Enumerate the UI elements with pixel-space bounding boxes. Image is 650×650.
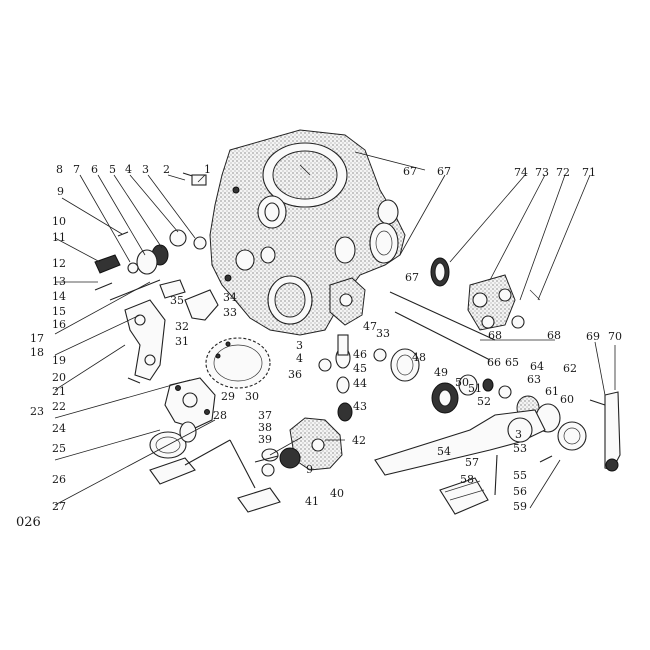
callout-label: 20 — [52, 371, 66, 384]
callout-label: 54 — [437, 445, 451, 458]
callout-label: 38 — [258, 421, 272, 434]
shaft-assembly-right — [389, 257, 541, 361]
callout-label: 61 — [545, 385, 559, 398]
callout-label: 33 — [376, 327, 390, 340]
callout-label: 7 — [73, 163, 80, 176]
small-parts-upper-left — [94, 172, 207, 301]
callout-label: 28 — [213, 409, 227, 422]
callout-label: 73 — [535, 166, 549, 179]
leader-lines — [54, 151, 616, 509]
callout-label: 31 — [175, 335, 189, 348]
callout-label: 66 — [487, 356, 501, 369]
gearbox-housing — [209, 129, 406, 336]
callout-label: 67 — [437, 165, 451, 178]
callout-label: 67 — [403, 165, 417, 178]
callout-label: 27 — [52, 500, 66, 513]
callout-label: 52 — [477, 395, 491, 408]
callout-label: 13 — [52, 275, 66, 288]
callout-label: 51 — [468, 382, 482, 395]
callout-label: 53 — [513, 442, 527, 455]
callout-label: 32 — [175, 320, 189, 333]
callout-label: 30 — [245, 390, 259, 403]
callout-label: 35 — [170, 294, 184, 307]
callout-label: 64 — [530, 360, 544, 373]
callout-label: 33 — [223, 306, 237, 319]
callout-label: 26 — [52, 473, 66, 486]
callout-label: 69 — [586, 330, 600, 343]
callout-label: 9 — [306, 463, 313, 476]
callout-label: 3 — [296, 339, 303, 352]
callout-label: 4 — [296, 352, 303, 365]
callout-label: 71 — [582, 166, 596, 179]
callout-label: 60 — [560, 393, 574, 406]
gasket-ring — [205, 337, 271, 389]
callout-label: 25 — [52, 442, 66, 455]
callout-label: 58 — [460, 473, 474, 486]
callout-label: 12 — [52, 257, 66, 270]
callout-label: 70 — [608, 330, 622, 343]
callout-label: 2 — [163, 163, 170, 176]
callout-label: 48 — [412, 351, 426, 364]
callout-label: 36 — [288, 368, 302, 381]
callout-label: 45 — [353, 362, 367, 375]
kick-start-crank — [149, 439, 281, 513]
callout-label: 55 — [513, 469, 527, 482]
callout-label: 10 — [52, 215, 66, 228]
callout-label: 16 — [52, 318, 66, 331]
callout-label: 17 — [30, 332, 44, 345]
callout-label: 22 — [52, 400, 66, 413]
callout-label: 41 — [305, 495, 319, 508]
callout-label: 9 — [57, 185, 64, 198]
swing-arm-right — [374, 409, 546, 515]
callout-label: 57 — [465, 456, 479, 469]
callout-label: 37 — [258, 409, 272, 422]
callout-label: 19 — [52, 354, 66, 367]
flange-plate — [329, 277, 366, 326]
callout-label: 68 — [547, 329, 561, 342]
callout-label: 63 — [527, 373, 541, 386]
callout-label: 15 — [52, 305, 66, 318]
callout-label: 49 — [434, 366, 448, 379]
callout-label: 44 — [353, 377, 367, 390]
callout-labels: 1 2 3 4 5 6 7 8 9 10 11 12 13 14 15 16 1… — [30, 163, 622, 513]
callout-label: 42 — [352, 434, 366, 447]
callout-label: 23 — [30, 405, 44, 418]
callout-label: 6 — [91, 163, 98, 176]
cover-plate-lower-left — [149, 377, 216, 459]
lever-bracket-left — [124, 279, 219, 384]
callout-label: 39 — [258, 433, 272, 446]
clutch-parts-right — [390, 348, 621, 472]
callout-label: 14 — [52, 290, 66, 303]
callout-label: 43 — [353, 400, 367, 413]
callout-label: 62 — [563, 362, 577, 375]
callout-label: 5 — [109, 163, 116, 176]
callout-label: 1 — [204, 163, 211, 176]
callout-label: 68 — [488, 329, 502, 342]
callout-label: 56 — [513, 485, 527, 498]
callout-label: 18 — [30, 346, 44, 359]
callout-label: 21 — [52, 385, 66, 398]
callout-label: 3 — [142, 163, 149, 176]
center-lower-parts — [254, 334, 387, 477]
callout-label: 40 — [330, 487, 344, 500]
callout-label: 72 — [556, 166, 570, 179]
callout-label: 67 — [405, 271, 419, 284]
callout-label: 47 — [363, 320, 377, 333]
callout-label: 11 — [52, 231, 66, 244]
callout-label: 59 — [513, 500, 527, 513]
callout-label: 29 — [221, 390, 235, 403]
callout-label: 4 — [125, 163, 132, 176]
callout-label: 34 — [223, 291, 237, 304]
callout-label: 74 — [514, 166, 528, 179]
callout-label: 3 — [515, 428, 522, 441]
figure-number: 026 — [16, 515, 41, 530]
callout-label: 65 — [505, 356, 519, 369]
callout-label: 24 — [52, 422, 66, 435]
callout-label: 46 — [353, 348, 367, 361]
callout-label: 8 — [56, 163, 63, 176]
callout-label: 50 — [455, 376, 469, 389]
